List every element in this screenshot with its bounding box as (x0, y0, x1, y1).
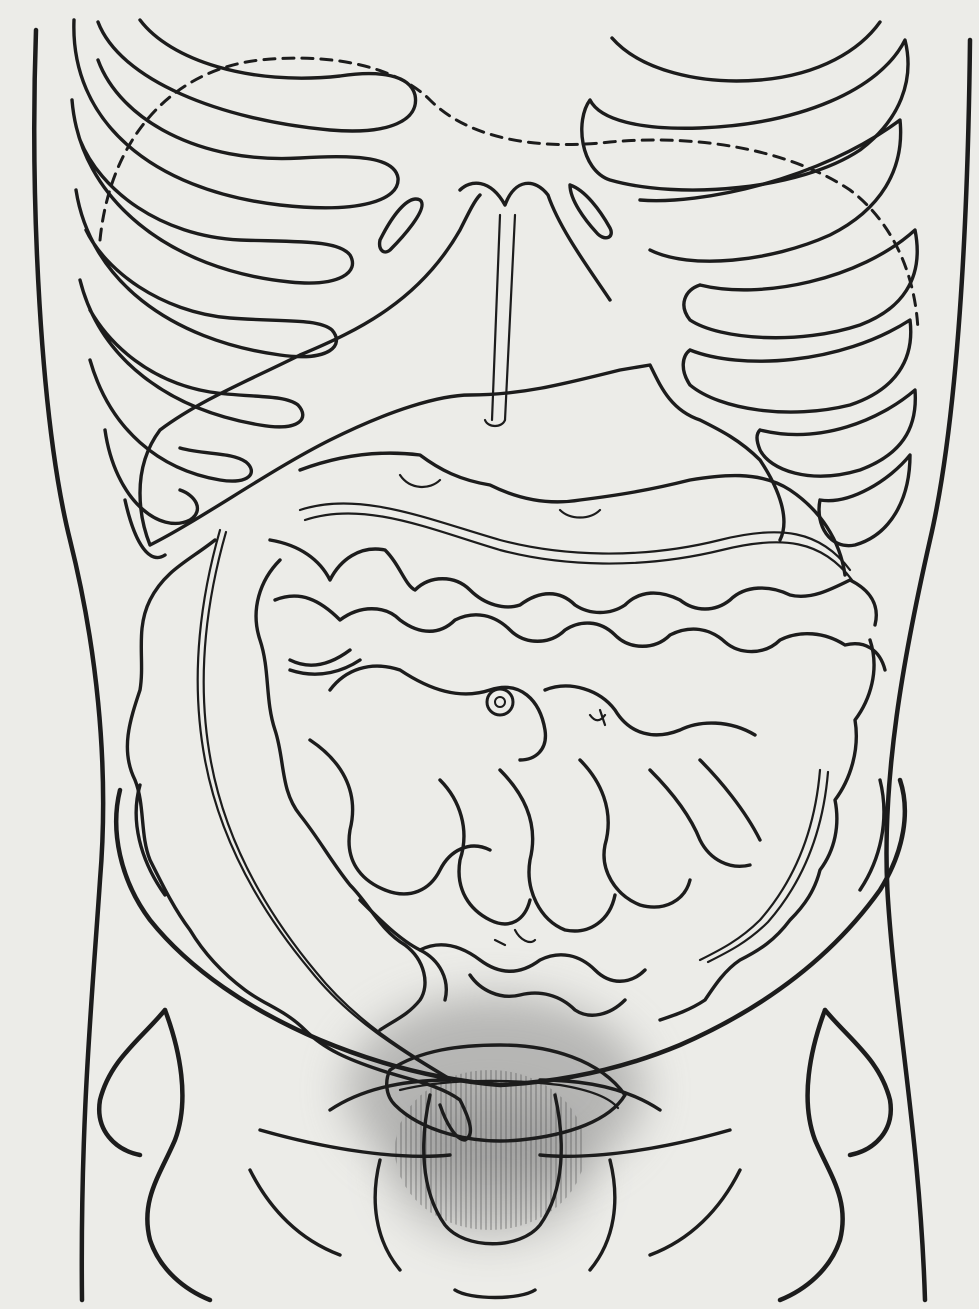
descending-colon (660, 640, 874, 1020)
left-ribs (72, 20, 416, 558)
navel (487, 689, 513, 715)
appendix-band (198, 530, 456, 1082)
right-ribs (582, 22, 917, 546)
liver (140, 195, 784, 545)
sternum (380, 183, 612, 426)
small-intestine (290, 650, 760, 1015)
descending-colon-band (700, 770, 828, 962)
ascending-colon-inner (256, 560, 425, 1030)
transverse-colon (270, 453, 885, 670)
